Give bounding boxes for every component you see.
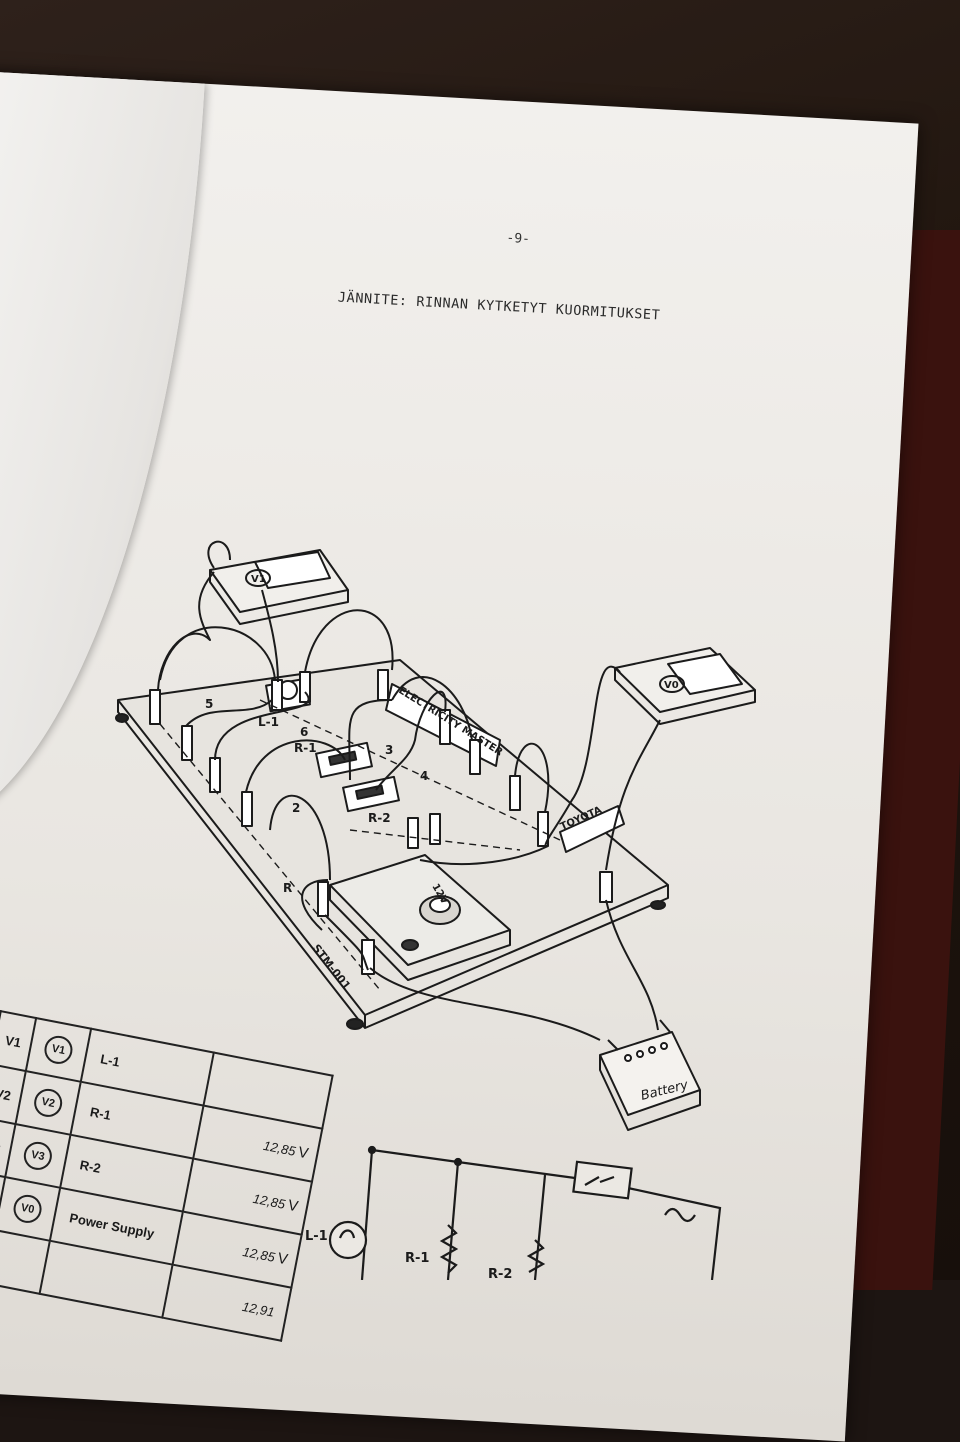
schematic-diagram: L-1 R-1 R-2	[305, 1161, 696, 1280]
component-r1-label: R-1	[294, 741, 317, 755]
circuit-board-illustration: ELECTRICITY MASTER STM-001 TOYOTA V1 V0 …	[116, 550, 755, 1115]
meter-v0-label: V0	[664, 680, 679, 691]
marker-4: 4	[420, 769, 428, 783]
component-r2-label: R-2	[368, 811, 391, 825]
measured-value: 12,91	[241, 1298, 276, 1320]
resistor-r1-symbol	[439, 1224, 459, 1274]
marker-6: 6	[300, 725, 308, 739]
marker-5: 5	[205, 697, 213, 711]
component-l1-label: L-1	[258, 715, 279, 729]
schematic-label-l1: L-1	[305, 1229, 328, 1244]
schematic-label-r1: R-1	[405, 1251, 429, 1266]
marker-3: 3	[385, 743, 393, 757]
fuse-symbol	[664, 1207, 696, 1223]
value-unit	[276, 1304, 279, 1321]
meter-v1-label: V1	[251, 574, 266, 585]
resistor-r2-symbol	[526, 1239, 546, 1273]
marker-2: 2	[292, 801, 300, 815]
marker-r: R	[283, 881, 292, 895]
schematic-label-r2: R-2	[488, 1267, 512, 1280]
lamp-symbol	[328, 1220, 368, 1260]
